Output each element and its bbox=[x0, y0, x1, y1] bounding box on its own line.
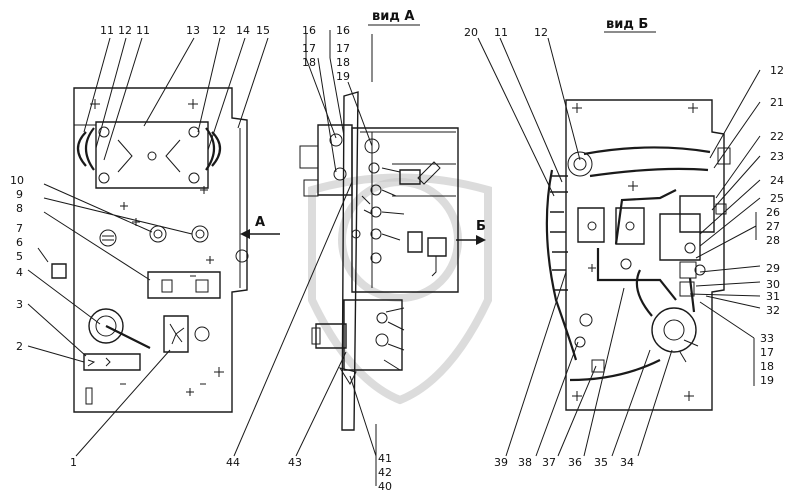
callout: 36 bbox=[568, 456, 582, 469]
callout: 24 bbox=[770, 174, 784, 187]
callout: 18 bbox=[760, 360, 774, 373]
callout: 1 bbox=[70, 456, 77, 469]
callout: 38 bbox=[518, 456, 532, 469]
callout: 16 bbox=[302, 24, 316, 37]
callout: 26 bbox=[766, 206, 780, 219]
callout: 19 bbox=[760, 374, 774, 387]
callout: 30 bbox=[766, 278, 780, 291]
callout: 16 bbox=[336, 24, 350, 37]
callout: 11 bbox=[100, 24, 114, 37]
callout-labels: 11 12 11 13 12 14 15 10 9 8 7 6 5 4 3 2 … bbox=[10, 24, 784, 493]
callout: 20 bbox=[464, 26, 478, 39]
callout: 42 bbox=[378, 466, 392, 479]
callout: 12 bbox=[212, 24, 226, 37]
callout: 21 bbox=[770, 96, 784, 109]
callout: 22 bbox=[770, 130, 784, 143]
callout: 27 bbox=[766, 220, 780, 233]
callout: 15 bbox=[256, 24, 270, 37]
front-view bbox=[51, 87, 249, 413]
callout: 34 bbox=[620, 456, 634, 469]
callout: 10 bbox=[10, 174, 24, 187]
callout: 14 bbox=[236, 24, 250, 37]
callout: 11 bbox=[136, 24, 150, 37]
callout: 5 bbox=[16, 250, 23, 263]
callout: 2 bbox=[16, 340, 23, 353]
callout: 43 bbox=[288, 456, 302, 469]
callout: 6 bbox=[16, 236, 23, 249]
view-b-title: вид Б bbox=[606, 17, 648, 32]
watermark-logo bbox=[308, 173, 492, 405]
leader-lines bbox=[27, 30, 761, 486]
callout: 28 bbox=[766, 234, 780, 247]
callout: 39 bbox=[494, 456, 508, 469]
callout: 11 bbox=[494, 26, 508, 39]
callout: 31 bbox=[766, 290, 780, 303]
callout: 8 bbox=[16, 202, 23, 215]
callout: 18 bbox=[336, 56, 350, 69]
callout: 19 bbox=[336, 70, 350, 83]
callout: 3 bbox=[16, 298, 23, 311]
callout: 12 bbox=[770, 64, 784, 77]
callout: 25 bbox=[770, 192, 784, 205]
callout: 7 bbox=[16, 222, 23, 235]
view-titles: вид А вид Б А Б bbox=[255, 9, 648, 234]
callout: 12 bbox=[534, 26, 548, 39]
callout: 23 bbox=[770, 150, 784, 163]
callout: 17 bbox=[302, 42, 316, 55]
arrow-a-label: А bbox=[255, 215, 265, 230]
view-b bbox=[545, 99, 731, 411]
callout: 32 bbox=[766, 304, 780, 317]
callout: 29 bbox=[766, 262, 780, 275]
callout: 17 bbox=[760, 346, 774, 359]
callout: 37 bbox=[542, 456, 556, 469]
callout: 40 bbox=[378, 480, 392, 493]
view-a bbox=[240, 24, 656, 431]
callout: 17 bbox=[336, 42, 350, 55]
view-a-title: вид А bbox=[372, 9, 414, 24]
callout: 41 bbox=[378, 452, 392, 465]
callout: 9 bbox=[16, 188, 23, 201]
arrow-b-label: Б bbox=[476, 219, 486, 234]
callout: 44 bbox=[226, 456, 240, 469]
callout: 18 bbox=[302, 56, 316, 69]
callout: 4 bbox=[16, 266, 23, 279]
callout: 33 bbox=[760, 332, 774, 345]
callout: 35 bbox=[594, 456, 608, 469]
callout: 12 bbox=[118, 24, 132, 37]
callout: 13 bbox=[186, 24, 200, 37]
